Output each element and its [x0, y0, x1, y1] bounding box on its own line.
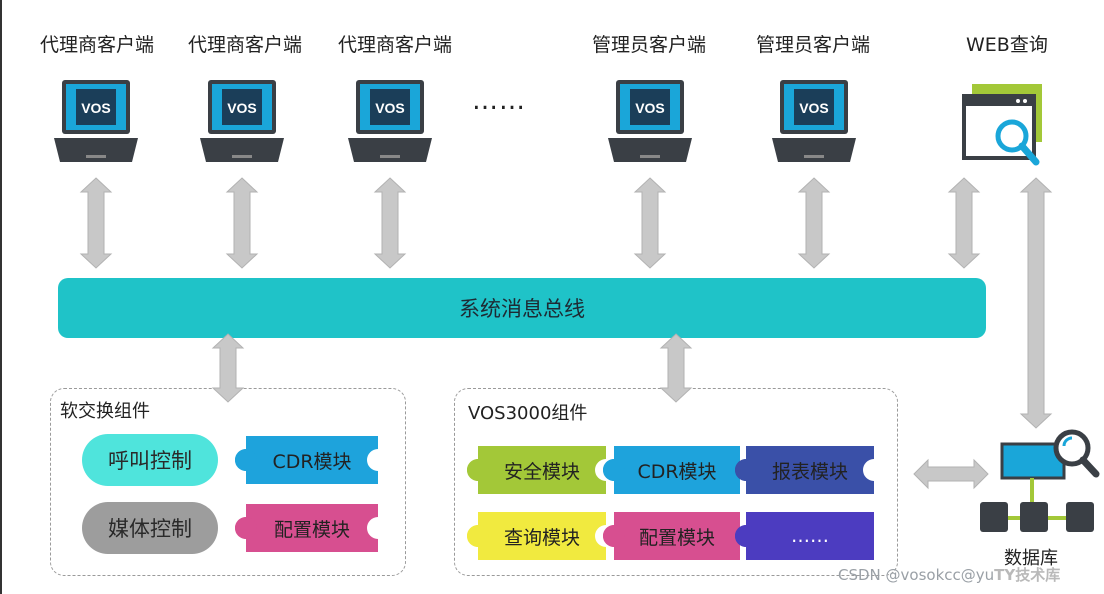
- client-label: 管理员客户端: [592, 34, 707, 56]
- svg-text:VOS: VOS: [799, 100, 829, 116]
- module-shape: [603, 459, 625, 481]
- laptop-icon: VOS: [608, 80, 692, 164]
- call-control-module: 呼叫控制: [82, 434, 218, 486]
- module-shape: [603, 512, 740, 560]
- module-label: 配置模块: [638, 526, 715, 549]
- double-arrow: [1019, 177, 1053, 429]
- module-label: 配置模块: [273, 518, 350, 541]
- database-label: 数据库: [1004, 548, 1058, 569]
- media-control-module: 媒体控制: [82, 502, 218, 554]
- module-shape: [603, 446, 740, 494]
- watermark: CSDN @vosokcc@yuTY技术库: [838, 564, 1060, 585]
- more-clients-ellipsis: ……: [472, 86, 526, 116]
- config-module: 配置模块: [235, 504, 378, 552]
- module-shape: [235, 449, 257, 471]
- module-shape: [735, 512, 874, 560]
- module-shape: [467, 446, 606, 494]
- group-title: VOS3000组件: [468, 403, 588, 424]
- module-shape: [467, 459, 489, 481]
- client-label: 代理商客户端: [40, 34, 155, 56]
- database-icon: [980, 429, 1100, 532]
- watermark-text: CSDN @vosokcc@yu: [838, 566, 995, 584]
- cdr-module: CDR模块: [235, 436, 378, 484]
- double-arrow: [225, 177, 259, 269]
- more-modules: ……: [735, 512, 874, 560]
- client-label: 代理商客户端: [338, 34, 453, 56]
- double-arrow: [79, 177, 113, 269]
- module-shape: [467, 512, 606, 560]
- laptop-icon: VOS: [348, 80, 432, 164]
- module-label: 报表模块: [771, 460, 848, 483]
- web-query-label: WEB查询: [966, 34, 1048, 56]
- module-shape: [235, 436, 378, 484]
- watermark-brand: TY技术库: [994, 566, 1061, 584]
- report-module: 报表模块: [735, 446, 874, 494]
- module-shape: [235, 504, 378, 552]
- svg-text:VOS: VOS: [375, 100, 405, 116]
- module-label: 安全模块: [503, 460, 580, 483]
- web-query-icon: [962, 84, 1042, 166]
- cdr-module: CDR模块: [603, 446, 740, 494]
- module-shape: [235, 517, 257, 539]
- client-label: 代理商客户端: [188, 34, 303, 56]
- double-arrow: [659, 333, 693, 403]
- module-shape: [735, 446, 874, 494]
- page-edge: [0, 0, 2, 594]
- svg-text:VOS: VOS: [635, 100, 665, 116]
- config-module: 配置模块: [603, 512, 740, 560]
- system-message-bus: 系统消息总线: [58, 278, 986, 338]
- laptop-icon: VOS: [772, 80, 856, 164]
- laptop-icon: VOS: [200, 80, 284, 164]
- double-arrow: [373, 177, 407, 269]
- double-arrow: [211, 333, 245, 403]
- svg-text:VOS: VOS: [81, 100, 111, 116]
- module-label: CDR模块: [272, 450, 352, 473]
- security-module: 安全模块: [467, 446, 606, 494]
- module-shape: [603, 525, 625, 547]
- group-title: 软交换组件: [60, 401, 150, 422]
- module-label: 查询模块: [503, 526, 580, 549]
- query-module: 查询模块: [467, 512, 606, 560]
- svg-text:VOS: VOS: [227, 100, 257, 116]
- module-label: ……: [791, 525, 829, 547]
- double-arrow: [947, 177, 981, 269]
- module-shape: [735, 459, 757, 481]
- laptop-icon: VOS: [54, 80, 138, 164]
- module-shape: [735, 525, 757, 547]
- client-label: 管理员客户端: [756, 34, 871, 56]
- module-shape: [467, 525, 489, 547]
- module-label: CDR模块: [637, 460, 717, 483]
- double-arrow: [633, 177, 667, 269]
- double-arrow: [913, 458, 989, 490]
- double-arrow: [797, 177, 831, 269]
